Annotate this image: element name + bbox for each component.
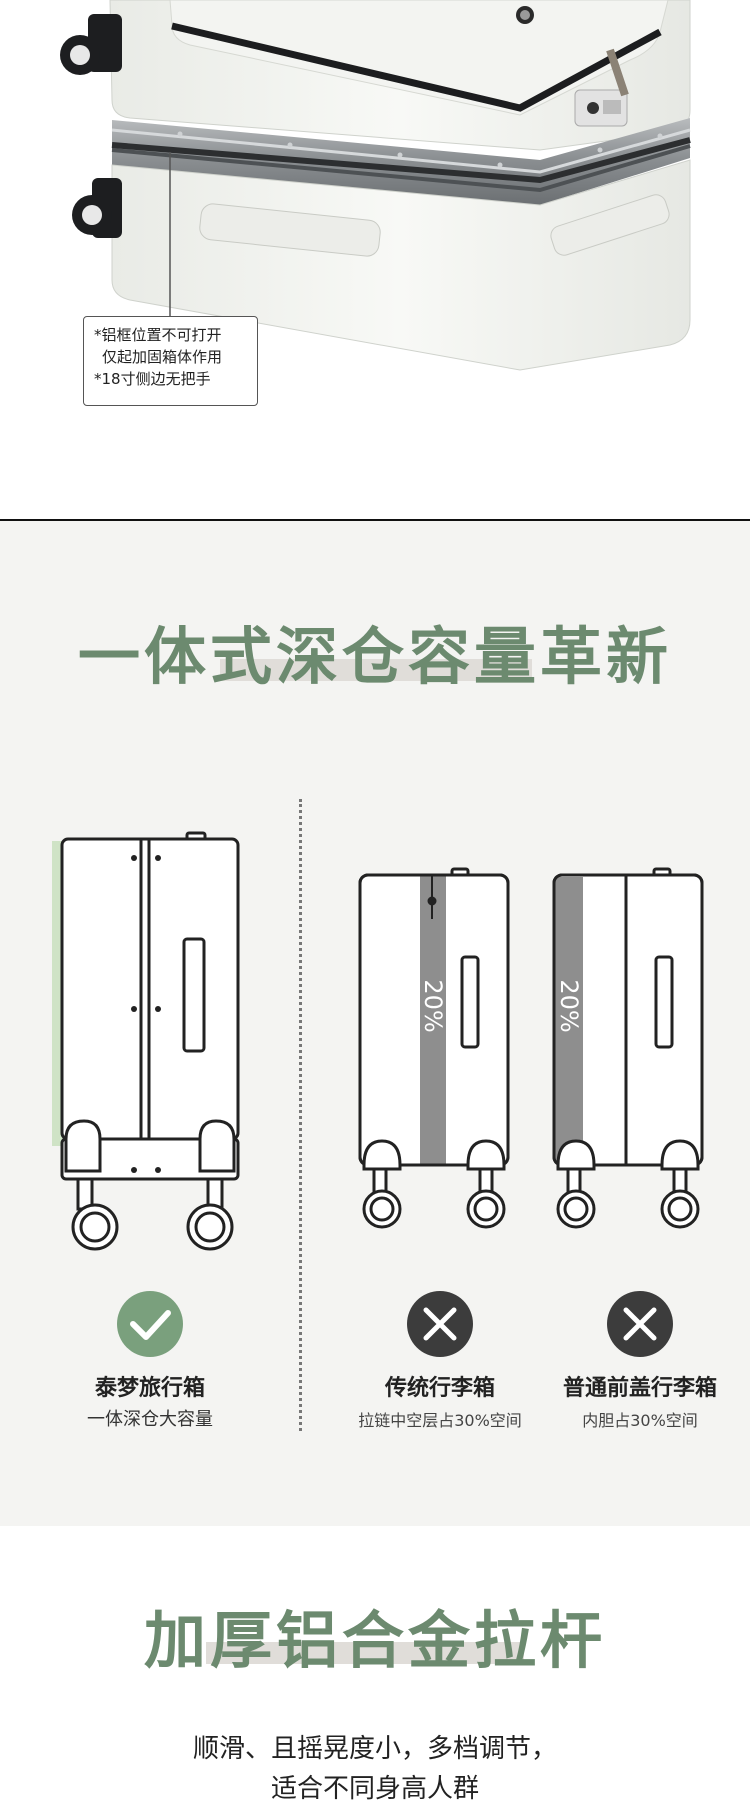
handle-headline: 加厚铝合金拉杆 bbox=[143, 1604, 606, 1677]
handle-headline-underline-bar bbox=[206, 1642, 524, 1664]
suitcase-traditional-illustration bbox=[358, 867, 510, 1229]
compare-headline: 一体式深仓容量革新 bbox=[77, 620, 672, 693]
check-icon bbox=[117, 1291, 183, 1357]
ours-subtitle: 一体深仓大容量 bbox=[87, 1409, 213, 1430]
frontlid-title: 普通前盖行李箱 bbox=[562, 1376, 717, 1401]
cross-icon-traditional bbox=[407, 1291, 473, 1357]
product-photo-section: *铝框位置不可打开 仅起加固箱体作用 *18寸侧边无把手 bbox=[0, 0, 750, 520]
handle-description-line-2: 适合不同身高人群 bbox=[270, 1774, 479, 1804]
wheel-top bbox=[60, 14, 122, 75]
note-line-3: *18寸侧边无把手 bbox=[94, 370, 211, 388]
suitcase-frontlid-illustration bbox=[552, 867, 704, 1229]
suitcase-ours-illustration bbox=[52, 831, 240, 1251]
section-divider bbox=[0, 519, 750, 521]
traditional-title: 传统行李箱 bbox=[384, 1376, 495, 1401]
cross-icon-frontlid bbox=[607, 1291, 673, 1357]
handle-description-line-1: 顺滑、且摇晃度小，多档调节， bbox=[192, 1734, 557, 1764]
capacity-compare-section: 一体式深仓容量革新 bbox=[0, 521, 750, 1526]
handle-section: 加厚铝合金拉杆 顺滑、且摇晃度小，多档调节， 适合不同身高人群 bbox=[0, 1526, 750, 1804]
note-line-1: *铝框位置不可打开 bbox=[94, 326, 222, 344]
note-line-2: 仅起加固箱体作用 bbox=[102, 348, 223, 366]
frontlid-subtitle: 内胆占30%空间 bbox=[582, 1411, 698, 1430]
frontlid-percent-label: 20% bbox=[555, 979, 583, 1032]
wheel-bottom bbox=[72, 178, 122, 238]
frame-note-box: *铝框位置不可打开 仅起加固箱体作用 *18寸侧边无把手 bbox=[83, 316, 258, 406]
traditional-percent-label: 20% bbox=[419, 979, 447, 1032]
ours-title: 泰梦旅行箱 bbox=[94, 1376, 205, 1401]
headline-underline-bar bbox=[220, 659, 532, 681]
dotted-divider bbox=[299, 799, 302, 1431]
suitcase-photo bbox=[60, 0, 691, 371]
compare-illustrations: 20% 20% bbox=[52, 831, 704, 1357]
traditional-subtitle: 拉链中空层占30%空间 bbox=[358, 1411, 522, 1430]
